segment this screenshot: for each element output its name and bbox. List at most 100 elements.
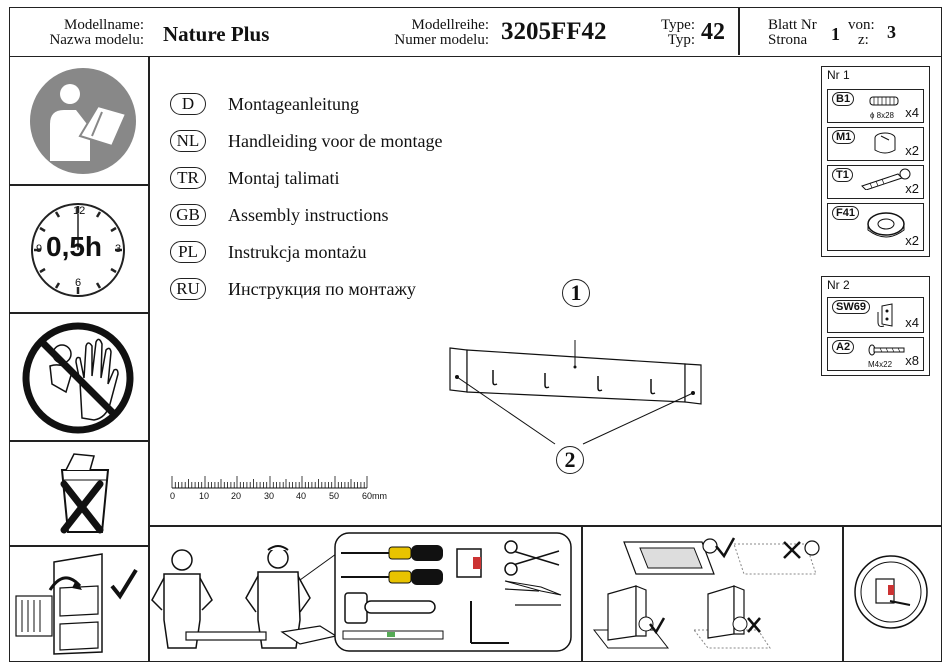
part-code: T1 bbox=[832, 168, 853, 182]
total-sheets: 3 bbox=[887, 22, 896, 42]
language-code: RU bbox=[170, 278, 206, 300]
of-label-de: von: bbox=[848, 17, 875, 33]
header: Modellname: Nazwa modelu: Nature Plus Mo… bbox=[9, 7, 942, 57]
language-text: Инструкция по монтажу bbox=[228, 278, 416, 299]
pack-nr2: Nr 2 SW69 x4 A2 M4x22 x8 bbox=[821, 276, 930, 376]
language-code: GB bbox=[170, 204, 206, 226]
left-divider-2 bbox=[9, 312, 148, 314]
bottom-divider-2 bbox=[842, 525, 844, 662]
part-t1: T1 x2 bbox=[827, 165, 924, 199]
language-text: Instrukcja montażu bbox=[228, 241, 367, 262]
floor-protection-icon bbox=[592, 537, 820, 649]
ruler-label: 30 bbox=[264, 491, 275, 501]
dowel-icon bbox=[869, 96, 899, 106]
language-text: Montageanleitung bbox=[228, 93, 359, 114]
sheet-labels: Blatt Nr Strona bbox=[768, 18, 817, 66]
language-code: NL bbox=[170, 130, 206, 152]
callout-2: 2 bbox=[556, 446, 584, 474]
part-quantity: x2 bbox=[905, 233, 919, 248]
left-divider-3 bbox=[9, 440, 148, 442]
assembly-time: 0,5h bbox=[46, 231, 103, 262]
cam-bolt-icon bbox=[861, 168, 911, 190]
part-size: ɸ 8x28 bbox=[870, 111, 894, 120]
cam-lock-icon bbox=[874, 132, 896, 154]
model-name-label-de: Modellname: bbox=[64, 17, 144, 33]
part-quantity: x2 bbox=[905, 143, 919, 158]
language-row-gb: GB Assembly instructions bbox=[170, 203, 389, 227]
bottom-divider bbox=[148, 525, 942, 527]
coat-rack-drawing bbox=[449, 340, 702, 445]
of-labels: von: z: bbox=[848, 18, 875, 66]
cabinet-icon bbox=[15, 553, 138, 655]
ruler-label: 50 bbox=[329, 491, 340, 501]
clock-number-6: 6 bbox=[75, 277, 82, 289]
model-name-label-pl: Nazwa modelu: bbox=[49, 32, 144, 48]
type-number: 42 bbox=[701, 19, 725, 45]
two-persons-icon bbox=[151, 545, 338, 649]
tools-icon bbox=[334, 532, 572, 652]
part-b1: B1 ɸ 8x28 x4 bbox=[827, 89, 924, 123]
sheet-number: 1 bbox=[831, 24, 840, 44]
part-quantity: x8 bbox=[905, 353, 919, 368]
clock-icon bbox=[31, 203, 125, 297]
pack-label: Nr 2 bbox=[827, 278, 850, 292]
ruler-label: 10 bbox=[199, 491, 210, 501]
series-label-pl: Numer modelu: bbox=[394, 32, 489, 48]
cover-cap-icon bbox=[867, 212, 905, 238]
series-number: 3205FF42 bbox=[501, 18, 607, 45]
header-divider bbox=[738, 7, 740, 55]
language-text: Montaj talimati bbox=[228, 167, 340, 188]
left-divider-1 bbox=[9, 184, 148, 186]
language-code: TR bbox=[170, 167, 206, 189]
part-m1: M1 x2 bbox=[827, 127, 924, 161]
part-quantity: x2 bbox=[905, 181, 919, 196]
type-label-pl: Typ: bbox=[667, 32, 695, 48]
part-code: F41 bbox=[832, 206, 859, 220]
language-text: Handleiding voor de montage bbox=[228, 130, 443, 151]
read-manual-icon bbox=[30, 68, 136, 174]
sheet-label-de: Blatt Nr bbox=[768, 17, 817, 33]
part-sw69: SW69 x4 bbox=[827, 297, 924, 333]
callout-1: 1 bbox=[562, 279, 590, 307]
part-code: M1 bbox=[832, 130, 856, 144]
part-code: B1 bbox=[832, 92, 855, 106]
pack-nr1: Nr 1 B1 ɸ 8x28 x4 M1 x2 T1 x2 F41 bbox=[821, 66, 930, 257]
model-name-labels: Modellname: Nazwa modelu: bbox=[9, 18, 144, 66]
detail-circle-icon bbox=[854, 555, 928, 629]
no-children-icon bbox=[22, 322, 134, 434]
page-frame bbox=[9, 7, 942, 662]
clock-number-9: 9 bbox=[36, 243, 43, 255]
type-label-de: Type: bbox=[661, 17, 695, 33]
language-row-de: D Montageanleitung bbox=[170, 92, 359, 116]
of-label-pl: z: bbox=[858, 32, 869, 48]
language-row-nl: NL Handleiding voor de montage bbox=[170, 129, 442, 153]
screw-icon bbox=[868, 344, 905, 356]
part-a2: A2 M4x22 x8 bbox=[827, 337, 924, 371]
part-code: SW69 bbox=[832, 300, 870, 314]
left-divider-4 bbox=[9, 545, 148, 547]
language-row-pl: PL Instrukcja montażu bbox=[170, 240, 366, 264]
language-text: Assembly instructions bbox=[228, 204, 389, 225]
ruler-label: 60mm bbox=[362, 491, 388, 501]
ruler-label: 20 bbox=[231, 491, 242, 501]
clock-number-3: 3 bbox=[115, 243, 122, 255]
hook-hanger-icon bbox=[877, 303, 893, 327]
part-code: A2 bbox=[832, 340, 855, 354]
part-quantity: x4 bbox=[905, 105, 919, 120]
series-labels: Modellreihe: Numer modelu: bbox=[369, 18, 489, 66]
part-quantity: x4 bbox=[905, 315, 919, 330]
ruler-label: 40 bbox=[296, 491, 307, 501]
type-labels: Type: Typ: bbox=[629, 18, 695, 66]
clock-number-12: 12 bbox=[73, 205, 86, 217]
part-f41: F41 x2 bbox=[827, 203, 924, 251]
language-row-ru: RU Инструкция по монтажу bbox=[170, 277, 416, 301]
ruler bbox=[171, 476, 368, 489]
series-label-de: Modellreihe: bbox=[411, 17, 489, 33]
bottom-divider-1 bbox=[581, 525, 583, 662]
language-code: D bbox=[170, 93, 206, 115]
part-size: M4x22 bbox=[868, 360, 893, 369]
left-column-divider bbox=[148, 57, 150, 662]
model-name: Nature Plus bbox=[163, 22, 270, 46]
language-row-tr: TR Montaj talimati bbox=[170, 166, 339, 190]
no-trash-icon bbox=[60, 453, 110, 534]
